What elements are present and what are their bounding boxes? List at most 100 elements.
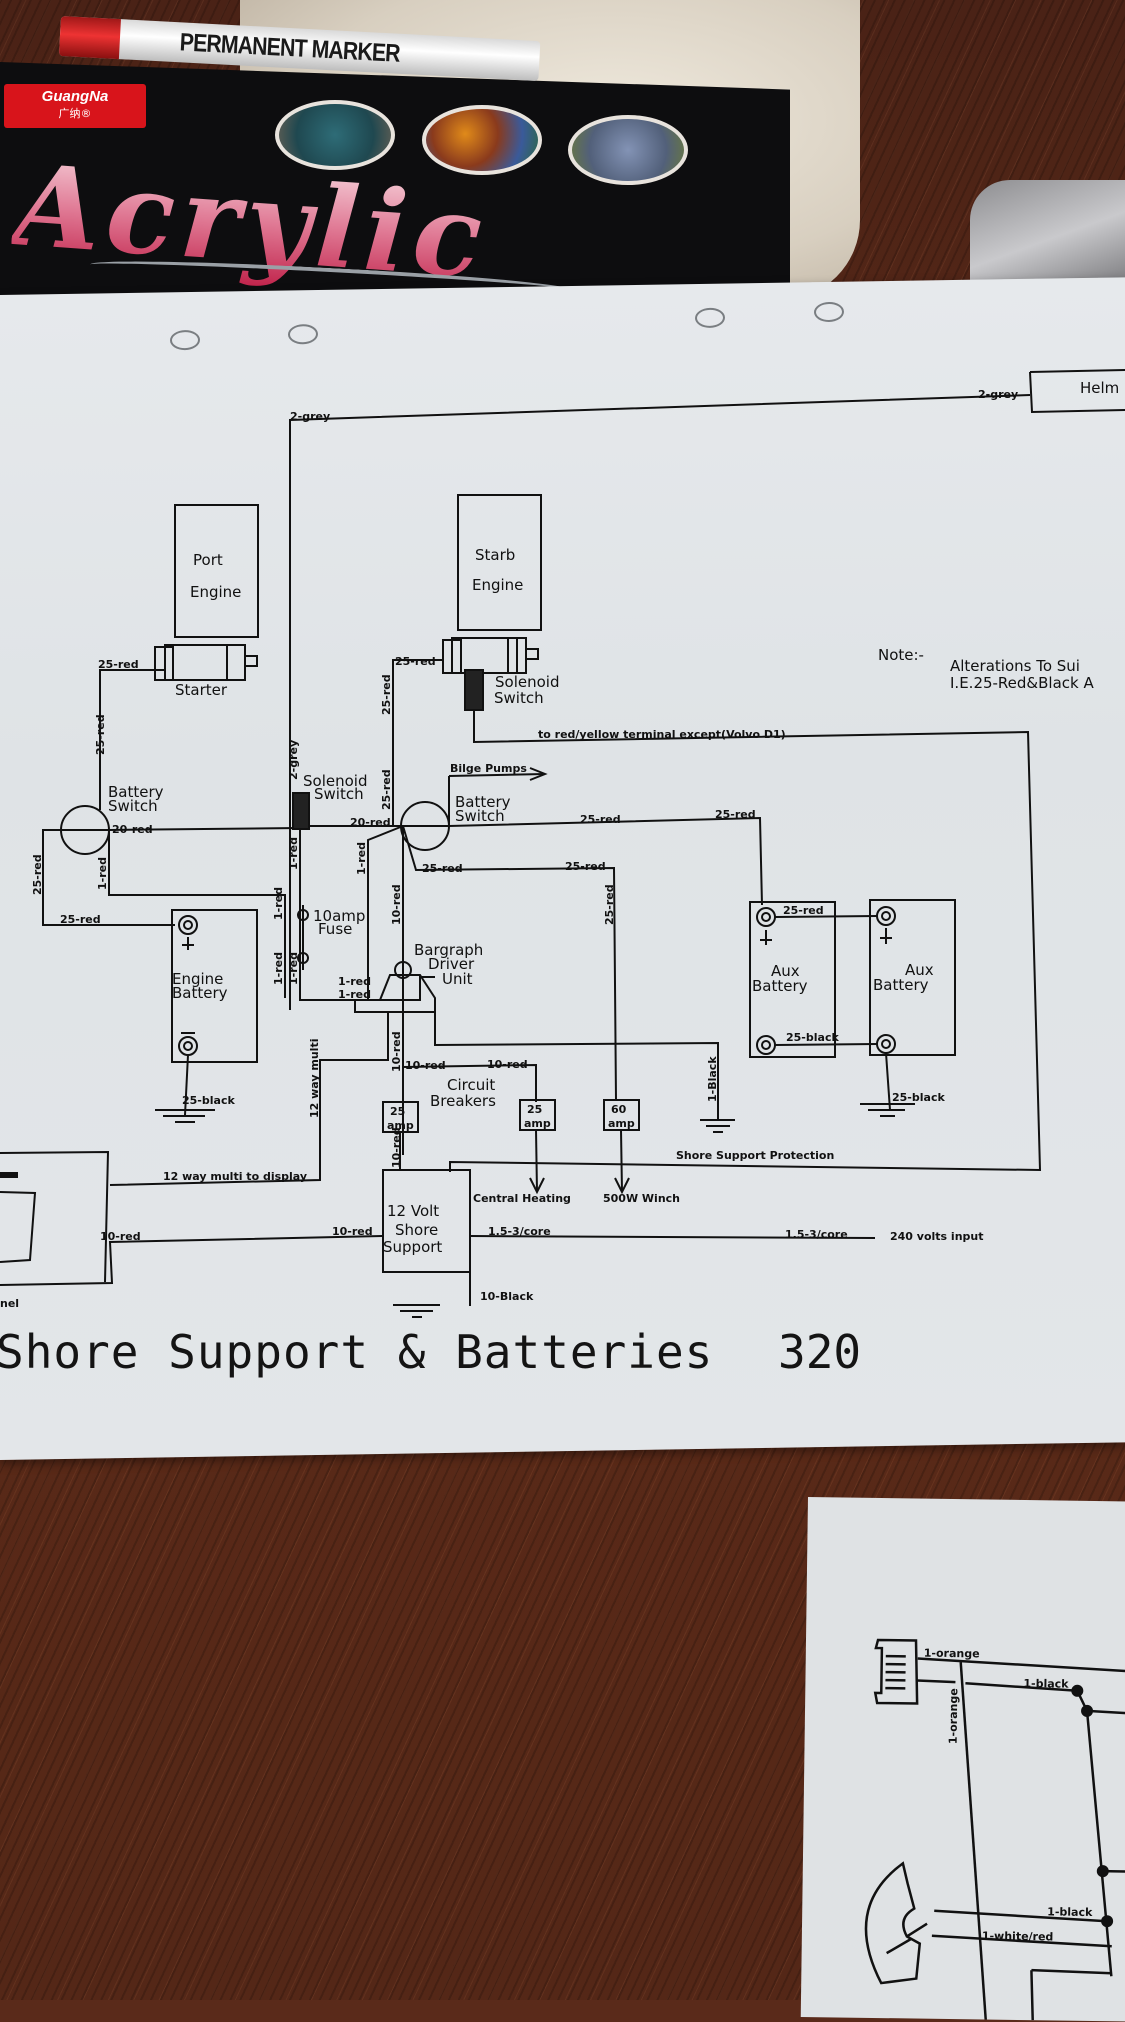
- wire-label: 25-red: [94, 714, 107, 755]
- wire-label: 1-red: [338, 975, 371, 988]
- wire-label: 1-black: [1023, 1677, 1069, 1691]
- panel-label: nel: [0, 1297, 19, 1310]
- breaker-2: [519, 1099, 556, 1131]
- battery-switch-starb-label-1: Battery: [455, 793, 511, 811]
- wire-label: 25-black: [182, 1094, 235, 1107]
- wire-label: 1-orange: [924, 1647, 980, 1661]
- wire-label: 10-red: [390, 1031, 403, 1072]
- wire-label: 25-red: [580, 813, 621, 826]
- wire-label: 25-red: [380, 769, 393, 810]
- starb-feed-wire: [392, 659, 443, 825]
- center-solenoid: [292, 792, 310, 830]
- wire-label: Shore Support Protection: [676, 1149, 834, 1162]
- wire-label: Central Heating: [473, 1192, 571, 1205]
- aux-battery-1: [749, 901, 836, 1058]
- starb-starter: [442, 637, 539, 674]
- wire-labels: 2-grey 2-grey 2-grey 25-red 25-red 20-re…: [31, 388, 1018, 1303]
- battery-switch-starb-label-2: Switch: [455, 807, 505, 825]
- grey-wire: [289, 394, 1031, 1010]
- panel-box: [0, 1150, 110, 1283]
- wire-label: 2-grey: [287, 740, 300, 780]
- wire-label: 25-red: [783, 904, 824, 917]
- wire-label: 12 way multi to display: [163, 1170, 307, 1183]
- port-engine-box: [174, 504, 259, 638]
- wire-label: 2-grey: [290, 410, 330, 423]
- wire-label: 25-red: [395, 655, 436, 668]
- solenoid-terminal-wire: [449, 710, 1042, 1172]
- battery-switch-port-label-1: Battery: [108, 783, 164, 801]
- box-thumbnail-1: [275, 100, 395, 170]
- bargraph-unit: [354, 974, 436, 1013]
- wire-label: 1-red: [272, 887, 285, 920]
- wire-label: 1-red: [287, 837, 300, 870]
- second-sheet-diagram: 1-orange 1-black 1-orange 1-black 1-whit…: [864, 1638, 1125, 2021]
- starter-label: Starter: [175, 681, 228, 699]
- wire-label: 10-red: [405, 1059, 446, 1072]
- wire-label: 10-red: [390, 1127, 403, 1168]
- breaker-1-unit: amp: [387, 1119, 414, 1132]
- wire-label: 1.5-3/core: [488, 1225, 551, 1238]
- brand-name: GuangNa: [41, 88, 109, 105]
- starb-engine-label-1: Starb: [475, 546, 515, 564]
- engine-battery-label-1: Engine: [172, 970, 223, 988]
- wire-label: 1.5-3/core: [785, 1228, 848, 1241]
- note-heading: Note:-: [878, 646, 924, 664]
- shore-support-box: [382, 1169, 471, 1273]
- wire-label: 25-red: [60, 913, 101, 926]
- solenoid-starb-label-2: Switch: [494, 689, 544, 707]
- shore-support-label-1: 12 Volt: [387, 1202, 439, 1220]
- aux-battery-1-label-2: Battery: [752, 977, 808, 995]
- wire-label: 1-black: [1047, 1905, 1093, 1919]
- solenoid-center-label-2: Switch: [314, 785, 364, 803]
- helm-label: Helm: [1080, 379, 1119, 397]
- wire-label: 25-red: [603, 884, 616, 925]
- aux-battery-2: [869, 899, 956, 1056]
- wire-label: 25-red: [98, 658, 139, 671]
- breaker-3-unit: amp: [608, 1117, 635, 1130]
- page-number: 320: [778, 1325, 862, 1379]
- gauge-shape: [864, 1861, 922, 1985]
- component-labels: Port Engine Starter Starb Engine Solenoi…: [0, 379, 1119, 1310]
- wire-label: 10-red: [487, 1058, 528, 1071]
- port-engine-label-2: Engine: [190, 583, 241, 601]
- note-block: Note:- Alterations To Sui I.E.25-Red&Bla…: [878, 646, 1094, 692]
- port-engine-label-1: Port: [193, 551, 223, 569]
- circuit-breakers-label-1: Circuit: [447, 1076, 495, 1094]
- breaker-2-rating: 25: [527, 1103, 542, 1116]
- engine-battery: [171, 909, 258, 1063]
- wire-label: Bilge Pumps: [450, 762, 527, 775]
- wire-label: 2-grey: [978, 388, 1018, 401]
- starb-engine-label-2: Engine: [472, 576, 523, 594]
- connector-block: [873, 1638, 919, 1705]
- fuse-label-2: Fuse: [318, 920, 352, 938]
- starter-motor: [154, 644, 258, 681]
- wire-label: 25-red: [715, 808, 756, 821]
- wire-label: 25-red: [380, 674, 393, 715]
- solenoid-center-label-1: Solenoid: [303, 772, 367, 790]
- wire-label: 240 volts input: [890, 1230, 984, 1243]
- wire-label: 1-red: [355, 842, 368, 875]
- diagram-title: Shore Support & Batteries: [0, 1325, 714, 1379]
- wire-label: 25-black: [892, 1091, 945, 1104]
- battery-switch-port-label-2: Switch: [108, 797, 158, 815]
- note-line-1: Alterations To Sui: [950, 657, 1080, 675]
- engine-battery-label-2: Battery: [172, 984, 228, 1002]
- aux-battery-2-label-1: Aux: [905, 961, 934, 979]
- bargraph-label-1: Bargraph: [414, 941, 483, 959]
- wire-label: 10-Black: [480, 1290, 534, 1303]
- wire-label: 10-red: [332, 1225, 373, 1238]
- wire-label: 20-red: [350, 816, 391, 829]
- breaker-1-rating: 25: [390, 1105, 405, 1118]
- wire-label: 10-red: [100, 1230, 141, 1243]
- wire-label: 1-orange: [947, 1688, 961, 1744]
- wire-label: 1-red: [338, 988, 371, 1001]
- wire-label: 25-red: [565, 860, 606, 873]
- port-feed-wire: [99, 669, 165, 810]
- wire-label: 25-red: [31, 854, 44, 895]
- starb-engine-box: [457, 494, 542, 631]
- shore-support-label-2: Shore: [395, 1221, 438, 1239]
- wire-label: 1-red: [272, 952, 285, 985]
- wire-label: 1-white/red: [982, 1929, 1054, 1943]
- second-sheet: 1-orange 1-black 1-orange 1-black 1-whit…: [800, 1497, 1125, 2022]
- fuse-label-1: 10amp: [313, 907, 365, 925]
